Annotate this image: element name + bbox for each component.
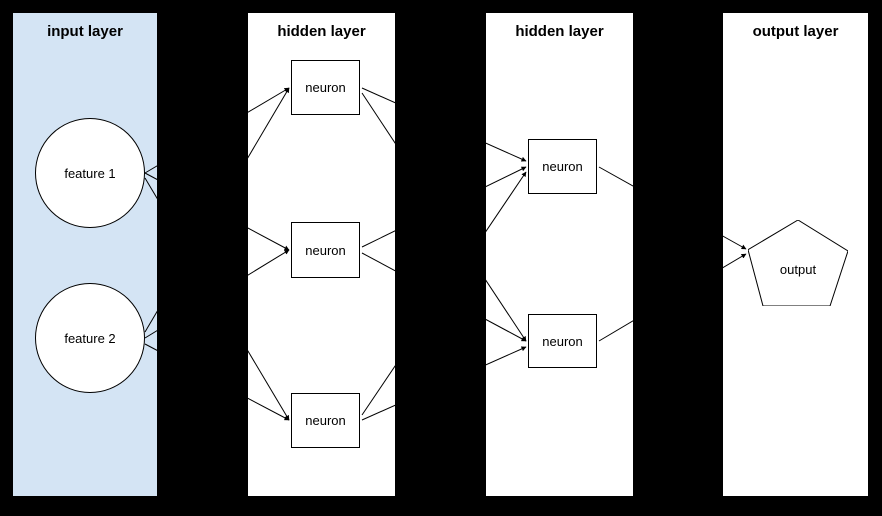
node-hidden2-neuron-2[interactable]: neuron xyxy=(528,314,597,368)
node-label: feature 1 xyxy=(64,165,116,181)
layer-title-input-layer: input layer xyxy=(47,23,123,40)
node-hidden2-neuron-1[interactable]: neuron xyxy=(528,139,597,194)
layer-panel-input-layer xyxy=(13,13,157,496)
layer-panel-hidden-layer-2 xyxy=(486,13,633,496)
node-label: neuron xyxy=(305,413,346,428)
node-hidden1-neuron-3[interactable]: neuron xyxy=(291,393,360,448)
node-feature-1[interactable]: feature 1 xyxy=(35,118,145,228)
layer-title-hidden-layer-2: hidden layer xyxy=(515,23,604,40)
node-label: feature 2 xyxy=(64,330,116,346)
layer-title-output-layer: output layer xyxy=(752,23,839,40)
node-label: neuron xyxy=(542,333,583,349)
node-label: neuron xyxy=(305,80,346,95)
node-output-node[interactable]: output xyxy=(748,220,848,306)
node-label: neuron xyxy=(542,159,583,174)
node-hidden1-neuron-1[interactable]: neuron xyxy=(291,60,360,115)
layer-title-hidden-layer-1: hidden layer xyxy=(277,23,366,40)
node-label: output xyxy=(779,261,817,277)
node-label: neuron xyxy=(305,242,346,258)
pentagon-shape xyxy=(748,220,848,306)
node-hidden1-neuron-2[interactable]: neuron xyxy=(291,222,360,278)
node-feature-2[interactable]: feature 2 xyxy=(35,283,145,393)
